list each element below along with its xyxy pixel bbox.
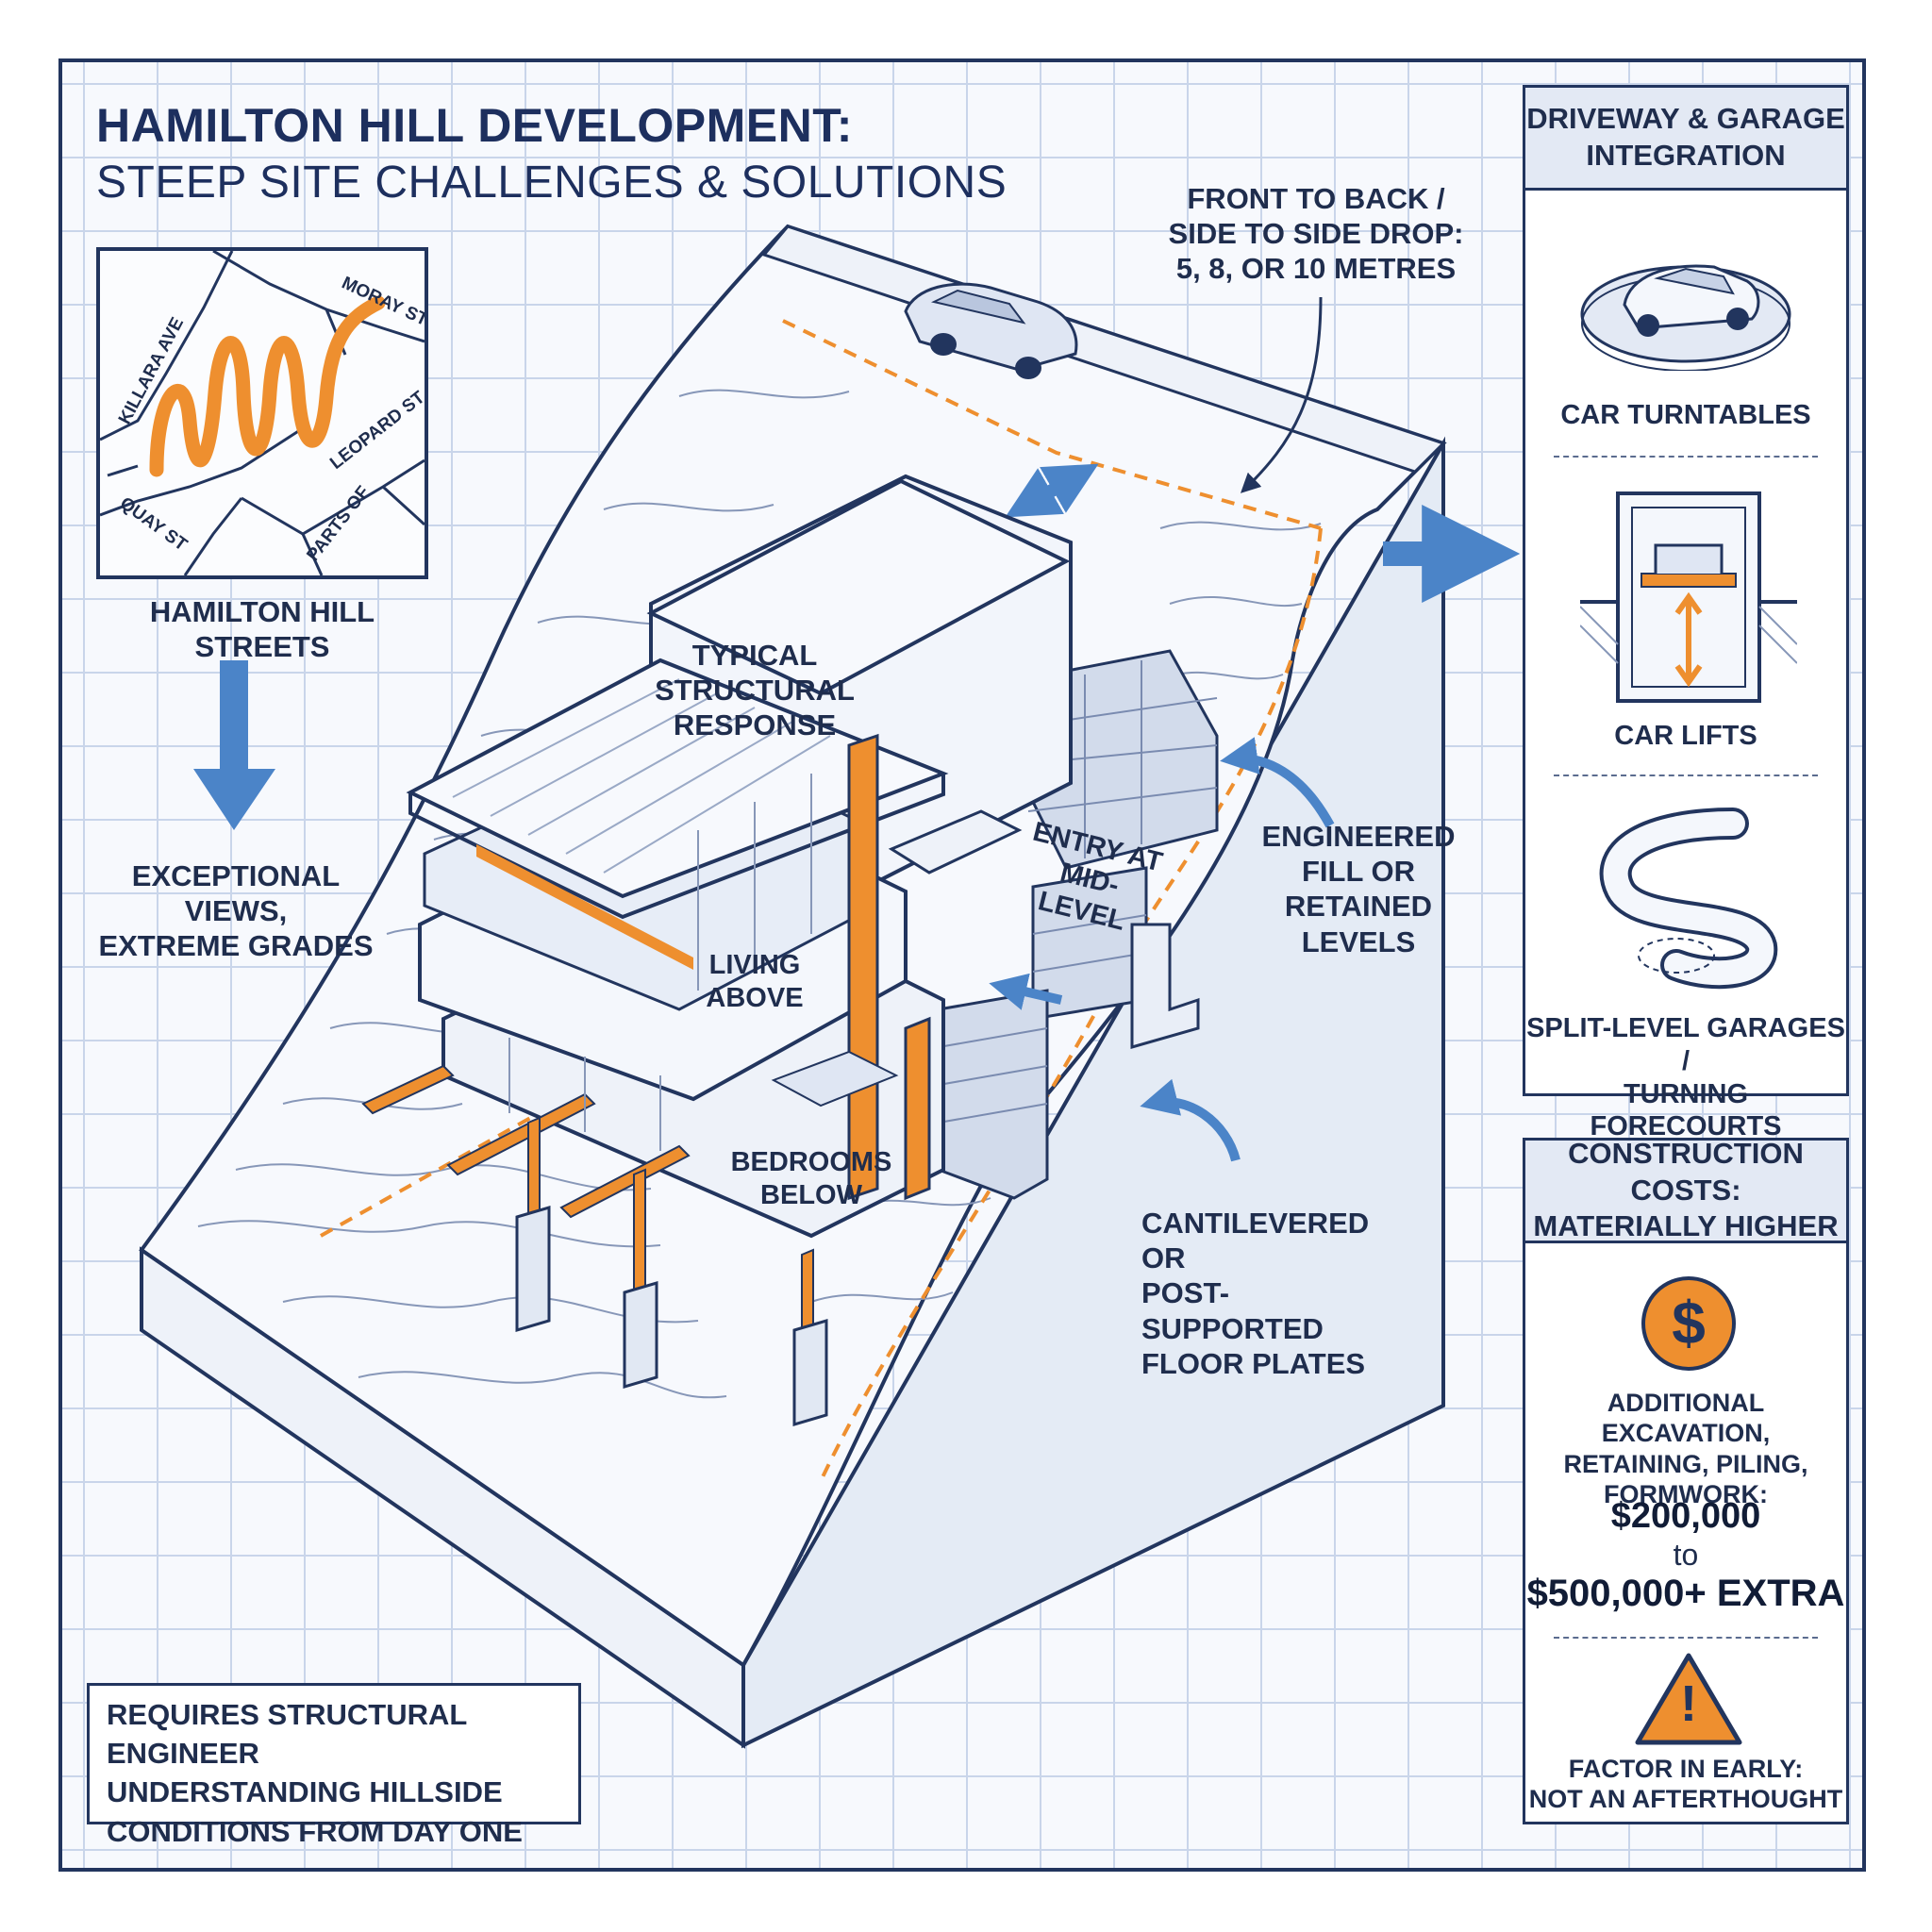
bedrooms-label: BEDROOMS BELOW	[730, 1147, 892, 1210]
warning-text: FACTOR IN EARLY: NOT AN AFTERTHOUGHT	[1528, 1755, 1843, 1814]
turntable-label: CAR TURNTABLES	[1560, 400, 1811, 430]
access-arrow	[1005, 463, 1099, 518]
page-title: HAMILTON HILL DEVELOPMENT:	[96, 99, 853, 152]
map-road	[301, 533, 324, 576]
garage-panel-heading: DRIVEWAY & GARAGE INTEGRATION	[1525, 88, 1846, 191]
page-subtitle: STEEP SITE CHALLENGES & SOLUTIONS	[96, 158, 1008, 208]
cost-panel-heading: CONSTRUCTION COSTS: MATERIALLY HIGHER	[1525, 1137, 1846, 1243]
dollar-icon: $	[1641, 1276, 1736, 1371]
map-caption: HAMILTON HILL STREETS	[149, 595, 375, 664]
map-road	[183, 497, 243, 576]
drop-callout-pointer	[1240, 296, 1323, 493]
cost-panel: CONSTRUCTION COSTS: MATERIALLY HIGHER $ …	[1523, 1137, 1849, 1824]
structural-response-label: TYPICAL STRUCTURAL RESPONSE	[655, 639, 855, 742]
panel-divider	[1554, 456, 1818, 458]
panel-divider	[1554, 1637, 1818, 1639]
map-road	[241, 458, 425, 536]
fill-callout-arrow	[1220, 737, 1335, 828]
living-label: LIVING ABOVE	[706, 950, 804, 1013]
street-map-drawing: MORAY ST KILLARA AVE LEOPARD ST QUAY ST …	[99, 249, 431, 576]
split-level-label: SPLIT-LEVEL GARAGES / TURNING FORECOURTS	[1526, 1013, 1845, 1142]
panel-divider	[1554, 774, 1818, 776]
map-road	[99, 250, 234, 441]
winding-street-route	[149, 295, 386, 477]
house	[361, 474, 1073, 1427]
cost-range-high: $500,000+ EXTRA	[1526, 1573, 1845, 1614]
entry-arrow	[989, 973, 1063, 1010]
cost-range-to: to	[1673, 1538, 1699, 1572]
warning-exclamation: !	[1680, 1675, 1697, 1732]
engineer-note: REQUIRES STRUCTURAL ENGINEER UNDERSTANDI…	[87, 1683, 581, 1848]
concrete-retaining-wall	[1130, 923, 1200, 1049]
cost-range-low: $200,000	[1610, 1496, 1761, 1536]
fill-label: ENGINEERED FILL OR RETAINED LEVELS	[1261, 820, 1456, 958]
drop-callout: FRONT TO BACK / SIDE TO SIDE DROP: 5, 8,…	[1168, 182, 1464, 286]
car-turntable-icon	[1580, 264, 1791, 371]
map-road	[107, 464, 139, 477]
map-road	[381, 485, 426, 526]
views-arrow-head	[193, 769, 275, 830]
views-label: EXCEPTIONAL VIEWS, EXTREME GRADES	[98, 859, 374, 963]
contour-lines	[197, 389, 1322, 1399]
car-on-road	[904, 282, 1078, 379]
street-map: MORAY ST KILLARA AVE LEOPARD ST QUAY ST …	[96, 247, 431, 579]
winding-driveway-icon	[1599, 808, 1778, 990]
setback-lines	[320, 319, 1323, 1482]
garage-panel: DRIVEWAY & GARAGE INTEGRATION CAR TURNTA…	[1523, 85, 1849, 1141]
warning-triangle-icon	[1635, 1653, 1742, 1745]
cantilever-label: CANTILEVERED OR POST-SUPPORTED FLOOR PLA…	[1141, 1207, 1370, 1380]
car-lift-label: CAR LIFTS	[1614, 721, 1757, 751]
map-road	[99, 426, 304, 517]
car-lift-icon	[1580, 491, 1797, 703]
cost-description: ADDITIONAL EXCAVATION, RETAINING, PILING…	[1563, 1389, 1808, 1509]
cantilever-callout-arrow	[1140, 1078, 1241, 1162]
